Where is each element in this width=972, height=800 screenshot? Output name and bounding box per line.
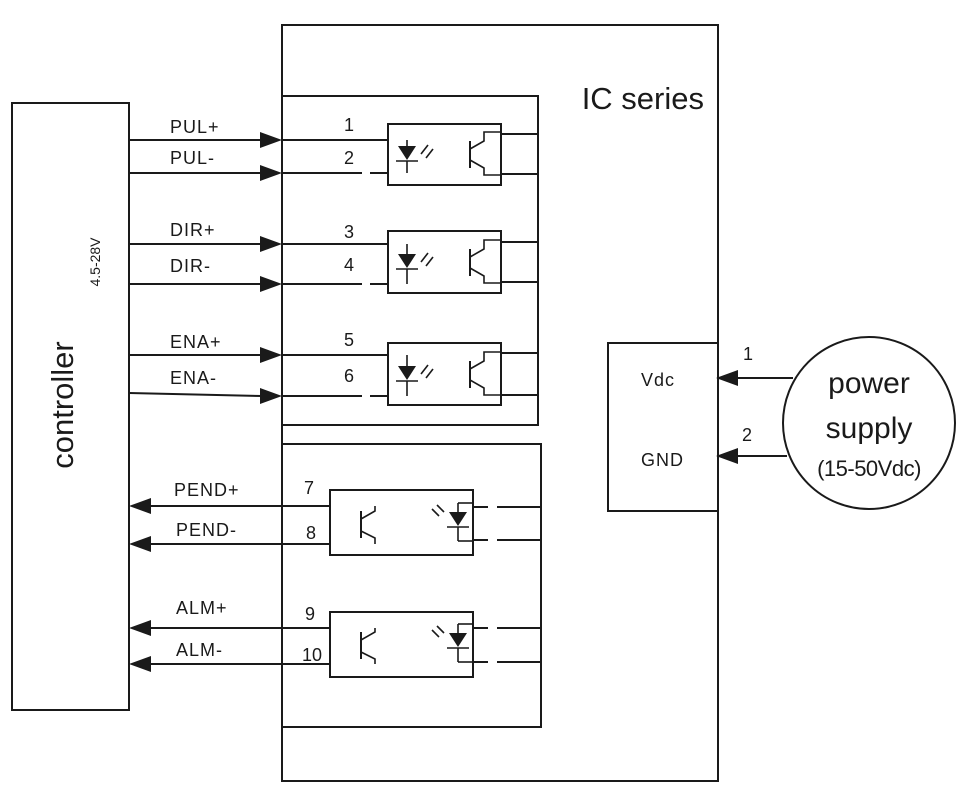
driver-series-label: IC series — [582, 81, 704, 116]
signal-label-ena-minus: ENA- — [170, 368, 217, 388]
power-supply-voltage-range: (15-50Vdc) — [817, 456, 921, 481]
signal-label-pul-plus: PUL+ — [170, 117, 220, 137]
power-supply-label-line2: supply — [826, 412, 913, 445]
pin-number-8: 8 — [306, 523, 316, 543]
input-channels: PUL+ PUL- 1 2 — [128, 115, 538, 406]
signal-label-alm-plus: ALM+ — [176, 598, 228, 618]
arrow-right-icon — [260, 132, 282, 148]
signal-label-dir-plus: DIR+ — [170, 220, 216, 240]
signal-label-pend-plus: PEND+ — [174, 480, 240, 500]
arrow-left-icon — [716, 370, 738, 386]
pin-number-9: 9 — [305, 604, 315, 624]
signal-label-dir-minus: DIR- — [170, 256, 211, 276]
output-channels: PEND+ PEND- 7 8 — [129, 478, 541, 678]
pin-number-6: 6 — [344, 366, 354, 386]
terminal-label-gnd: GND — [641, 450, 684, 470]
controller-label: controller — [45, 341, 80, 469]
arrow-right-icon — [260, 236, 282, 252]
arrow-left-icon — [129, 498, 151, 514]
arrow-right-icon — [260, 388, 282, 404]
optocoupler-input-1 — [387, 123, 502, 186]
controller-block: controller 4.5-28V — [11, 102, 130, 711]
signal-label-alm-minus: ALM- — [176, 640, 223, 660]
optocoupler-input-2 — [387, 230, 502, 294]
pin-number-1: 1 — [344, 115, 354, 135]
optocoupler-input-3 — [387, 342, 502, 406]
input-area-outline — [282, 95, 539, 426]
optocoupler-output-2 — [329, 611, 474, 678]
arrow-right-icon — [260, 165, 282, 181]
pin-number-7: 7 — [304, 478, 314, 498]
channel-pul: PUL+ PUL- 1 2 — [129, 115, 538, 186]
driver-block: IC series — [281, 24, 719, 782]
arrow-left-icon — [129, 620, 151, 636]
pin-number-2: 2 — [344, 148, 354, 168]
arrow-left-icon — [716, 448, 738, 464]
power-supply-circle — [782, 336, 956, 510]
power-pin-number-2: 2 — [742, 425, 752, 445]
power-terminal-box — [607, 342, 719, 512]
channel-pend: PEND+ PEND- 7 8 — [129, 478, 541, 556]
power-wires: 1 2 — [716, 344, 793, 464]
arrow-left-icon — [129, 536, 151, 552]
controller-box — [11, 102, 130, 711]
power-terminal-block: Vdc GND — [607, 342, 719, 512]
pin-number-4: 4 — [344, 255, 354, 275]
controller-voltage-label: 4.5-28V — [87, 237, 103, 287]
channel-dir: DIR+ DIR- 3 4 — [129, 220, 538, 294]
pin-number-10: 10 — [302, 645, 322, 665]
power-supply: power supply (15-50Vdc) — [782, 336, 956, 510]
arrow-right-icon — [260, 276, 282, 292]
terminal-label-vdc: Vdc — [641, 370, 675, 390]
arrow-left-icon — [129, 656, 151, 672]
pin-number-5: 5 — [344, 330, 354, 350]
optocoupler-output-1 — [329, 489, 474, 556]
power-pin-number-1: 1 — [743, 344, 753, 364]
signal-label-ena-plus: ENA+ — [170, 332, 222, 352]
arrow-right-icon — [260, 347, 282, 363]
channel-alm: ALM+ ALM- 9 10 — [129, 598, 541, 678]
pin-number-3: 3 — [344, 222, 354, 242]
power-supply-label-line1: power — [828, 367, 910, 400]
signal-label-pend-minus: PEND- — [176, 520, 237, 540]
output-area-outline — [282, 443, 542, 728]
signal-label-pul-minus: PUL- — [170, 148, 215, 168]
channel-ena: ENA+ ENA- 5 6 — [128, 330, 538, 406]
